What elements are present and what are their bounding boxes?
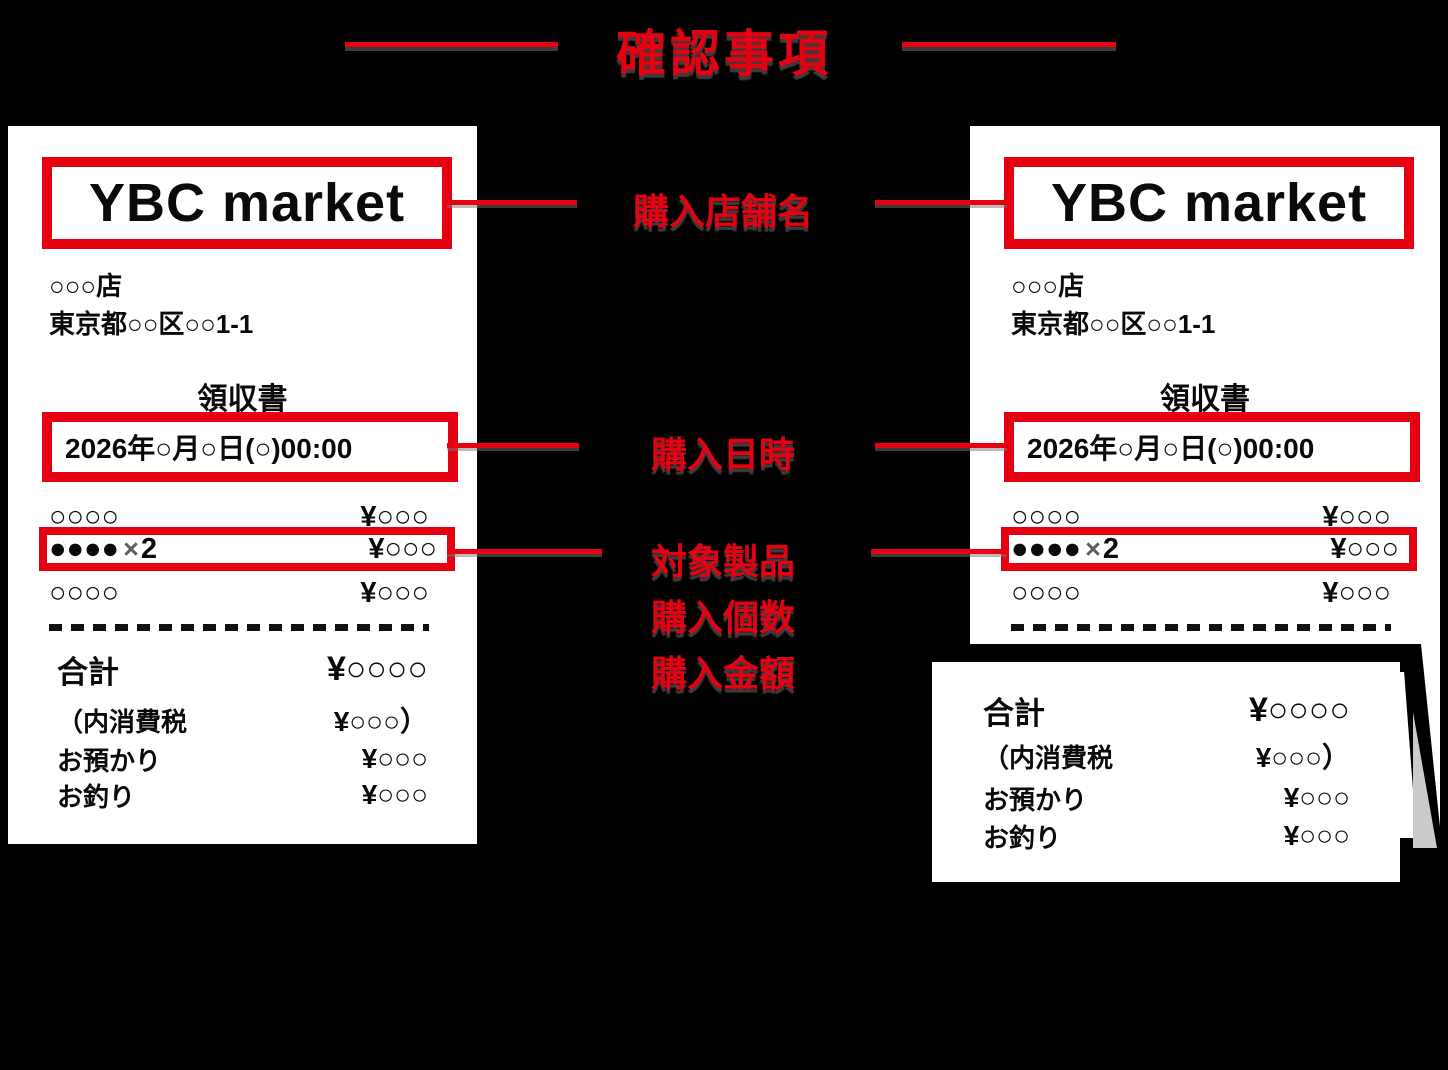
receipt-doc-title: 領収書 xyxy=(1160,383,1250,416)
tax-value: ¥○○○） xyxy=(1255,742,1350,773)
tax-label: （内消費税 xyxy=(57,706,188,737)
page-title: 確認事項 xyxy=(616,26,832,82)
change-label: お釣り xyxy=(983,822,1062,853)
receipt-doc-title: 領収書 xyxy=(197,383,288,416)
store-address: 東京都○○区○○1-1 xyxy=(1011,309,1216,339)
store-connector-left xyxy=(447,200,577,205)
store-annotation: 購入店舗名 xyxy=(632,191,813,232)
total-value: ¥○○○○ xyxy=(1248,690,1350,729)
datetime-annotation: 購入日時 xyxy=(650,434,795,475)
total-label: 合計 xyxy=(57,654,119,690)
multiply-sign: × xyxy=(1085,533,1101,564)
purchase-datetime: 2026年○月○日(○)00:00 xyxy=(1027,433,1315,464)
tendered-row: お預かり ¥○○○ xyxy=(57,743,428,776)
item-name-qty: ●●●●×2 xyxy=(1011,533,1119,566)
receipt-left: YBC market ○○○店 東京都○○区○○1-1 領収書 2026年○月○… xyxy=(8,126,477,844)
datetime-connector-right xyxy=(875,443,1007,448)
item-price: ¥○○○ xyxy=(1322,576,1391,609)
item-price: ¥○○○ xyxy=(1330,532,1399,565)
product-annotation-line1: 対象製品 xyxy=(650,541,795,582)
change-label: お釣り xyxy=(57,781,136,812)
datetime-highlight-box: 2026年○月○日(○)00:00 xyxy=(42,412,458,482)
total-row: 合計 ¥○○○○ xyxy=(983,690,1350,731)
title-rule-left xyxy=(345,42,558,47)
store-name-highlight-box: YBC market xyxy=(1004,157,1414,249)
dashed-separator xyxy=(1011,624,1391,631)
total-label: 合計 xyxy=(983,695,1045,731)
item-name-qty: ●●●●×2 xyxy=(49,533,157,566)
tax-label: （内消費税 xyxy=(983,742,1114,773)
item-name: ○○○○ xyxy=(1011,576,1082,609)
store-name: YBC market xyxy=(1050,173,1368,233)
tax-row: （内消費税 ¥○○○） xyxy=(57,704,428,737)
store-address: 東京都○○区○○1-1 xyxy=(49,309,254,339)
datetime-highlight-box: 2026年○月○日(○)00:00 xyxy=(1004,412,1420,482)
total-row: 合計 ¥○○○○ xyxy=(57,649,428,690)
tendered-label: お預かり xyxy=(57,745,162,776)
item-name: ●●●● xyxy=(1011,532,1082,565)
multiply-sign: × xyxy=(123,533,139,564)
tendered-value: ¥○○○ xyxy=(1283,782,1350,813)
item-row: ○○○○ ¥○○○ xyxy=(1011,576,1391,610)
item-qty: 2 xyxy=(1102,532,1119,565)
item-row: ○○○○ ¥○○○ xyxy=(49,576,429,610)
branch-name: ○○○店 xyxy=(1011,271,1085,301)
item-name: ○○○○ xyxy=(49,576,120,609)
tendered-row: お預かり ¥○○○ xyxy=(983,782,1350,815)
tax-value: ¥○○○） xyxy=(333,706,428,737)
tax-row: （内消費税 ¥○○○） xyxy=(983,740,1350,773)
product-annotation-line2: 購入個数 xyxy=(650,597,795,638)
branch-name: ○○○店 xyxy=(49,271,123,301)
product-connector-left xyxy=(447,549,602,554)
item-price: ¥○○○ xyxy=(368,532,437,565)
store-connector-right xyxy=(875,200,1007,205)
item-name: ●●●● xyxy=(49,532,120,565)
dashed-separator xyxy=(49,624,429,631)
item-price: ¥○○○ xyxy=(360,576,429,609)
product-connector-right xyxy=(871,549,1007,554)
target-product-highlight-box: ●●●●×2 ¥○○○ xyxy=(1001,527,1417,571)
store-name-highlight-box: YBC market xyxy=(42,157,452,249)
change-row: お釣り ¥○○○ xyxy=(57,779,428,812)
receipt-right-bottom-piece: 合計 ¥○○○○ （内消費税 ¥○○○） お預かり ¥○○○ お釣り ¥○○○ xyxy=(932,662,1400,882)
store-name: YBC market xyxy=(88,173,406,233)
change-row: お釣り ¥○○○ xyxy=(983,820,1350,853)
target-product-highlight-box: ●●●●×2 ¥○○○ xyxy=(39,527,455,571)
product-annotation-line3: 購入金額 xyxy=(650,653,795,694)
total-value: ¥○○○○ xyxy=(326,649,428,688)
purchase-datetime: 2026年○月○日(○)00:00 xyxy=(65,433,353,464)
tendered-label: お預かり xyxy=(983,784,1088,815)
tendered-value: ¥○○○ xyxy=(361,743,428,774)
item-qty: 2 xyxy=(140,532,157,565)
title-rule-right xyxy=(902,42,1116,47)
change-value: ¥○○○ xyxy=(1283,820,1350,851)
datetime-connector-left xyxy=(447,443,579,448)
change-value: ¥○○○ xyxy=(361,779,428,810)
